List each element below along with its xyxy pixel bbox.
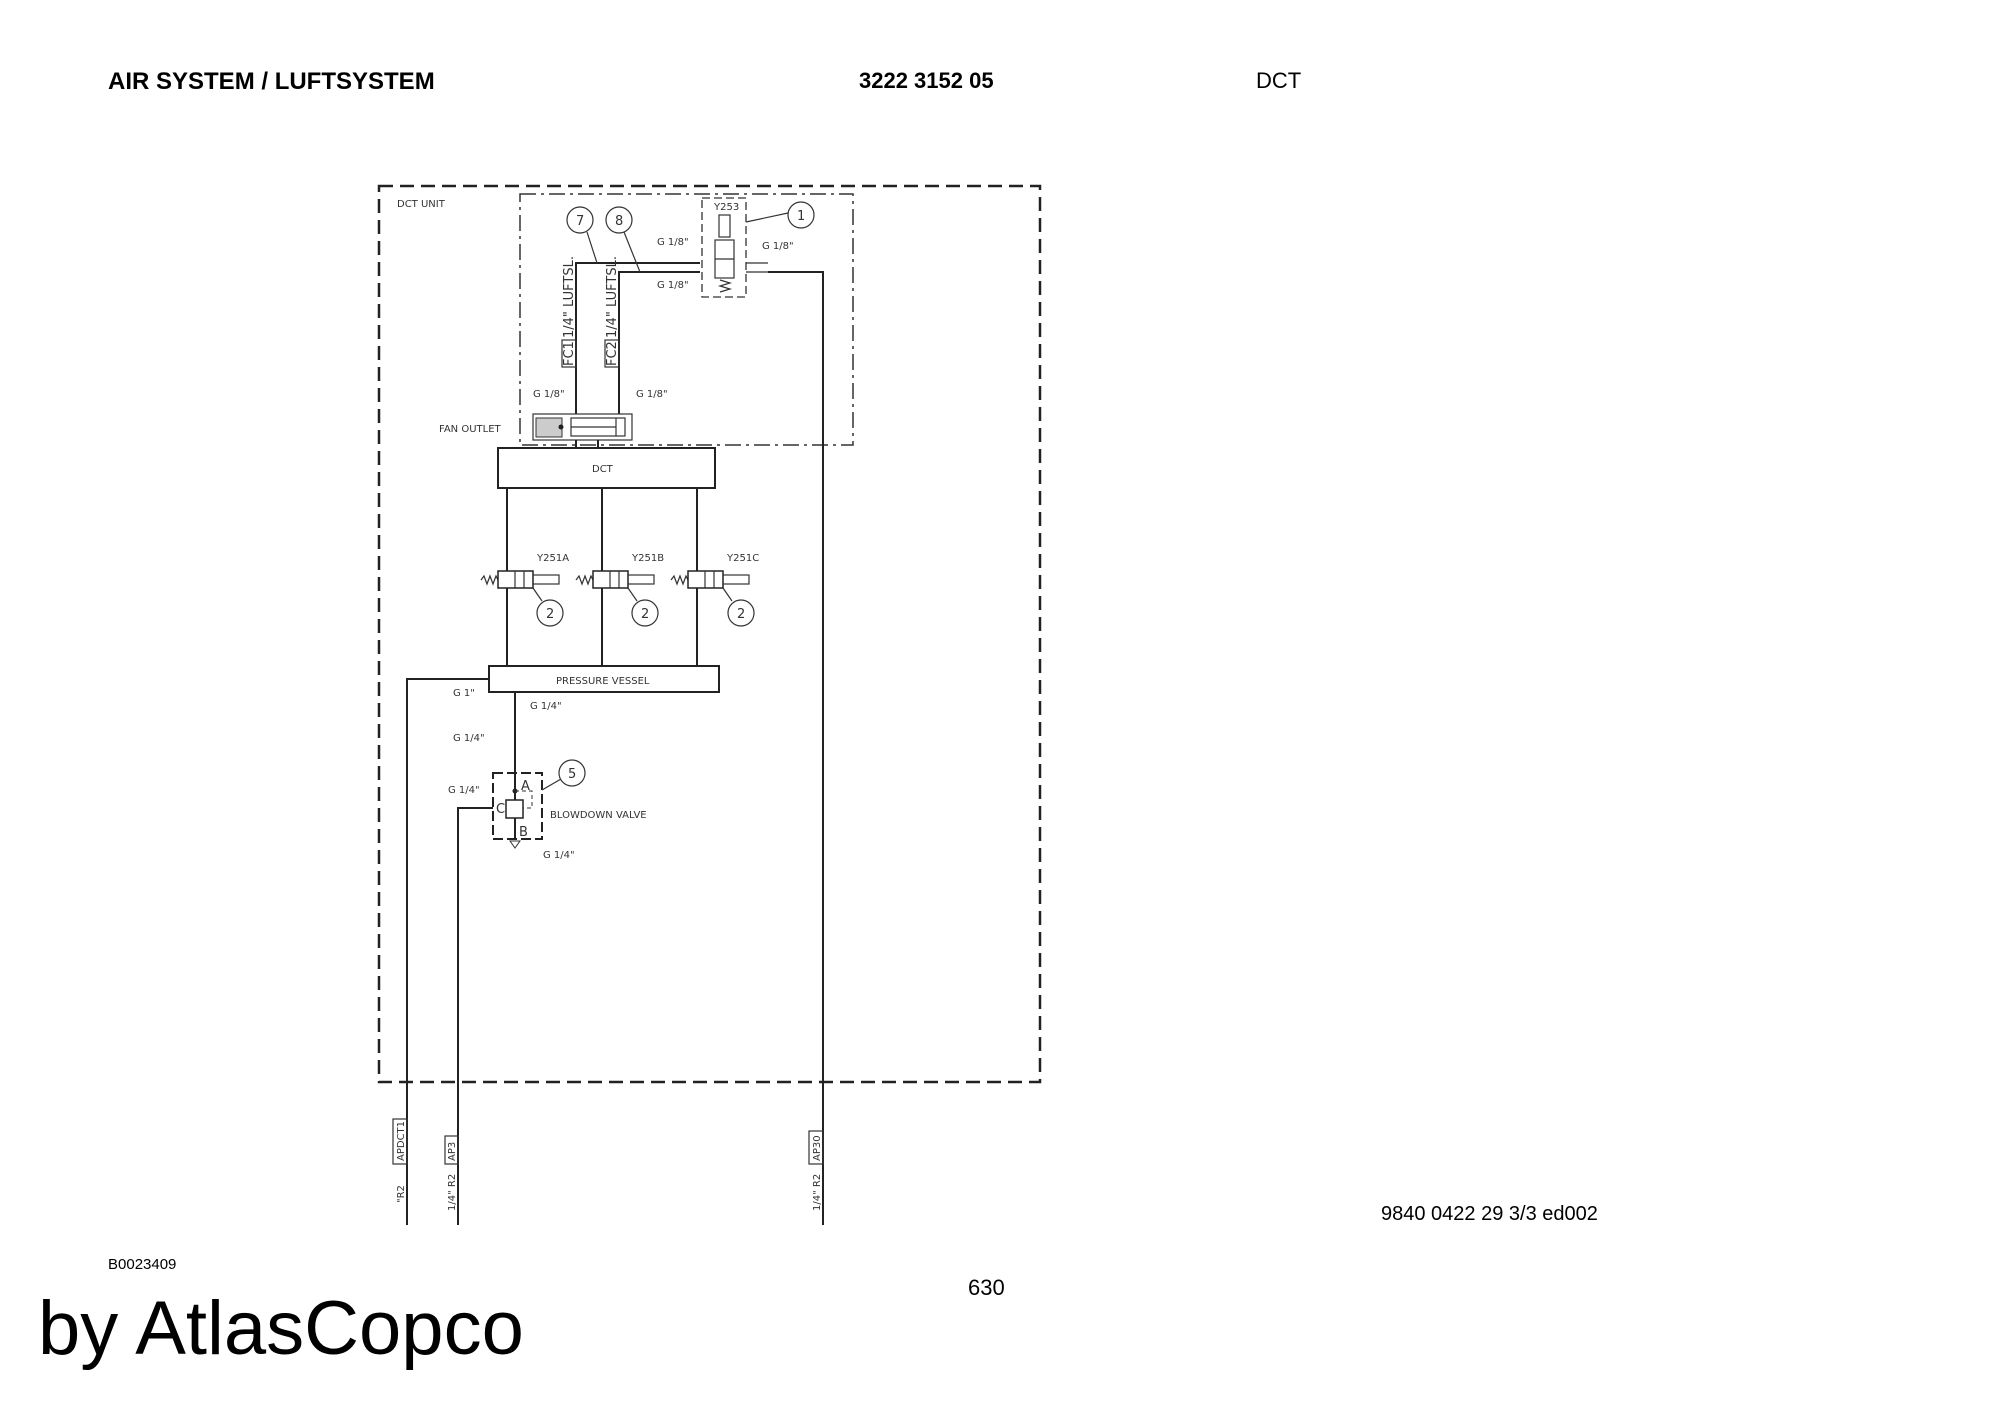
fitting-label: G 1/4" <box>453 733 485 744</box>
page-title: AIR SYSTEM / LUFTSYSTEM <box>108 68 435 95</box>
valve-y251c-icon <box>670 570 750 589</box>
pipe-ap30 <box>768 271 824 1225</box>
fan-outlet-label: FAN OUTLET <box>439 424 502 435</box>
connection-size: 1/4" R2 <box>812 1174 823 1211</box>
fitting-label: G 1" <box>453 688 475 699</box>
pipe-8-label: 1/4" LUFTSL. <box>605 256 620 338</box>
y253-label: Y253 <box>713 202 739 213</box>
callout-8 <box>605 206 633 234</box>
pipe-apdct1 <box>406 678 489 1225</box>
callout-5-number: 5 <box>568 767 576 782</box>
valve-y251b-icon <box>575 570 655 589</box>
fitting-label: G 1/8" <box>657 237 689 248</box>
drawing-id: B0023409 <box>108 1256 177 1273</box>
section-label: DCT <box>1256 68 1302 93</box>
callout-8-number: 8 <box>615 214 623 229</box>
connection-size: "R2 <box>396 1185 407 1203</box>
part-number: 3222 3152 05 <box>859 68 994 93</box>
callout-2: 2 <box>722 587 755 627</box>
valve-y251a-icon <box>480 570 560 589</box>
connection-tag-ap30: AP30 <box>812 1135 823 1161</box>
fan-assembly-boundary <box>519 193 854 446</box>
dct-unit-label: DCT UNIT <box>397 199 446 210</box>
fitting-label: G 1/8" <box>657 280 689 291</box>
fitting-label: G 1/8" <box>533 389 565 400</box>
document-reference: 9840 0422 29 3/3 ed002 <box>1381 1203 1598 1225</box>
brand-watermark: by AtlasCopco <box>38 1286 524 1371</box>
fitting-label: G 1/8" <box>636 389 668 400</box>
callout-5 <box>558 759 586 787</box>
connection-tag-apdct1: APDCT1 <box>396 1121 407 1161</box>
fitting-label: G 1/4" <box>530 701 562 712</box>
pipe-ap3 <box>457 807 493 1225</box>
blowdown-valve-boundary <box>492 772 543 840</box>
fc2-tag: FC2 <box>605 341 620 366</box>
dct-label: DCT <box>592 464 614 475</box>
fitting-label: G 1/8" <box>762 241 794 252</box>
callout-1 <box>787 201 815 229</box>
pipe-7-label: 1/4" LUFTSL. <box>562 256 577 338</box>
y253-solenoid-valve-icon <box>714 214 768 293</box>
port-c: C <box>496 802 505 817</box>
valve-label: Y251B <box>631 553 664 564</box>
callout-2: 2 <box>532 587 564 627</box>
page-number: 630 <box>968 1275 1005 1300</box>
blowdown-valve-label: BLOWDOWN VALVE <box>550 810 647 821</box>
port-b: B <box>519 825 528 840</box>
valve-label: Y251A <box>536 553 569 564</box>
valve-label: Y251C <box>726 553 759 564</box>
fitting-label: G 1/4" <box>448 785 480 796</box>
fc1-tag: FC1 <box>562 341 577 366</box>
dct-unit-boundary <box>377 184 1042 1084</box>
callout-7-number: 7 <box>576 214 584 229</box>
pressure-vessel-label: PRESSURE VESSEL <box>556 676 650 687</box>
callout-7 <box>566 206 594 234</box>
port-a: A <box>521 779 530 794</box>
fitting-label: G 1/4" <box>543 850 575 861</box>
svg-text:2: 2 <box>641 607 649 622</box>
connection-tag-ap3: AP3 <box>447 1142 458 1161</box>
callout-2: 2 <box>627 587 659 627</box>
svg-text:2: 2 <box>737 607 745 622</box>
fan-outlet-cylinder-icon <box>532 413 633 441</box>
callout-1-number: 1 <box>797 209 805 224</box>
dct-block <box>497 447 716 489</box>
blowdown-valve-icon <box>505 773 533 849</box>
connection-size: 1/4" R2 <box>447 1174 458 1211</box>
svg-text:2: 2 <box>546 607 554 622</box>
